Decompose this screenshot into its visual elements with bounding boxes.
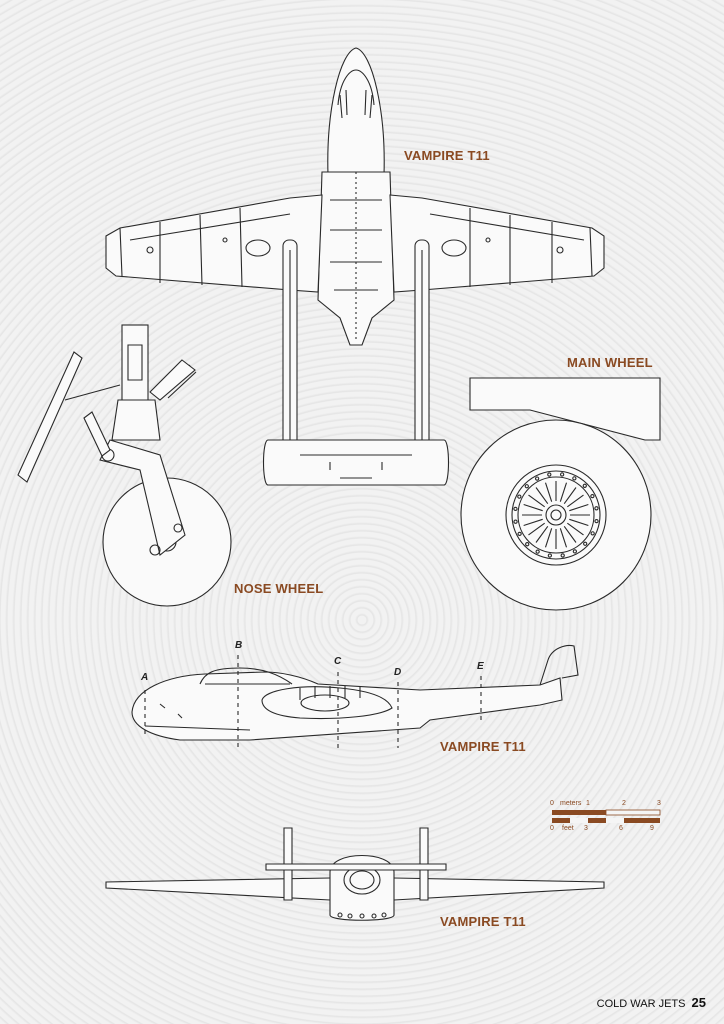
scale-feet-0: 0 <box>550 825 554 832</box>
top-view-label: VAMPIRE T11 <box>404 148 490 163</box>
main-wheel-label: MAIN WHEEL <box>567 355 653 370</box>
nose-wheel-diagram <box>17 324 232 607</box>
main-wheel-diagram <box>460 377 661 611</box>
wheel-bolt <box>513 506 518 512</box>
wheel-spoke <box>544 482 553 502</box>
wheel-bolt <box>517 531 522 537</box>
front-view-elevation <box>105 827 605 921</box>
scale-meters-3: 3 <box>657 800 661 807</box>
front-view-label: VAMPIRE T11 <box>440 914 526 929</box>
scale-feet-label: feet <box>562 825 574 832</box>
section-marker-b: B <box>235 640 243 651</box>
scale-feet-6: 6 <box>619 825 623 832</box>
wheel-spoke <box>528 522 545 536</box>
wheel-bolt <box>582 483 587 488</box>
wheel-spoke <box>563 487 577 504</box>
section-marker-e: E <box>477 661 484 672</box>
publication-title: COLD WAR JETS <box>596 998 686 1010</box>
wheel-bolt <box>535 549 540 554</box>
wheel-spoke <box>528 494 545 508</box>
wheel-spoke <box>569 518 589 527</box>
wheel-spoke <box>544 528 553 548</box>
section-marker-a: A <box>141 672 149 683</box>
nose-wheel-label: NOSE WHEEL <box>234 581 324 596</box>
wheel-bolt <box>594 506 599 511</box>
wheel-bolt <box>513 519 518 524</box>
wheel-bolt <box>547 472 552 477</box>
wheel-bolt <box>547 553 553 558</box>
scale-feet-9: 9 <box>650 825 654 832</box>
wheel-spoke <box>535 526 549 543</box>
wheel-spoke <box>535 487 549 504</box>
wheel-bolt <box>583 541 588 546</box>
wheel-bolt <box>590 531 595 536</box>
side-view-profile <box>131 644 579 750</box>
page-number: 25 <box>691 995 706 1010</box>
wheel-spoke <box>559 528 568 548</box>
side-view-label: VAMPIRE T11 <box>440 739 526 754</box>
wheel-bolt <box>594 518 599 524</box>
wheel-bolt <box>517 494 522 499</box>
wheel-bolt <box>525 542 530 547</box>
wheel-bolt <box>559 472 565 477</box>
scale-meters-1: 1 <box>586 800 590 807</box>
wheel-spoke <box>523 518 543 527</box>
wheel-spoke <box>569 503 589 512</box>
wheel-spoke <box>563 526 577 543</box>
wheel-bolt <box>524 484 529 489</box>
wheel-bolt <box>560 553 565 558</box>
section-marker-c: C <box>334 656 342 667</box>
wheel-spoke <box>523 503 543 512</box>
wheel-bolt <box>572 476 577 481</box>
scale-meters-label: meters <box>560 800 582 807</box>
wheel-bolt <box>534 476 540 481</box>
page-footer: COLD WAR JETS 25 <box>597 995 706 1010</box>
scale-bar <box>552 809 661 823</box>
scale-meters-2: 2 <box>622 800 626 807</box>
scale-feet-3: 3 <box>584 825 588 832</box>
wheel-spoke <box>559 482 568 502</box>
wheel-bolt <box>572 549 578 554</box>
top-view-plan <box>105 47 605 486</box>
section-marker-d: D <box>394 667 402 678</box>
wheel-spoke <box>567 522 584 536</box>
scale-meters-0: 0 <box>550 800 554 807</box>
wheel-bolt <box>590 493 595 499</box>
wheel-spoke <box>567 494 584 508</box>
